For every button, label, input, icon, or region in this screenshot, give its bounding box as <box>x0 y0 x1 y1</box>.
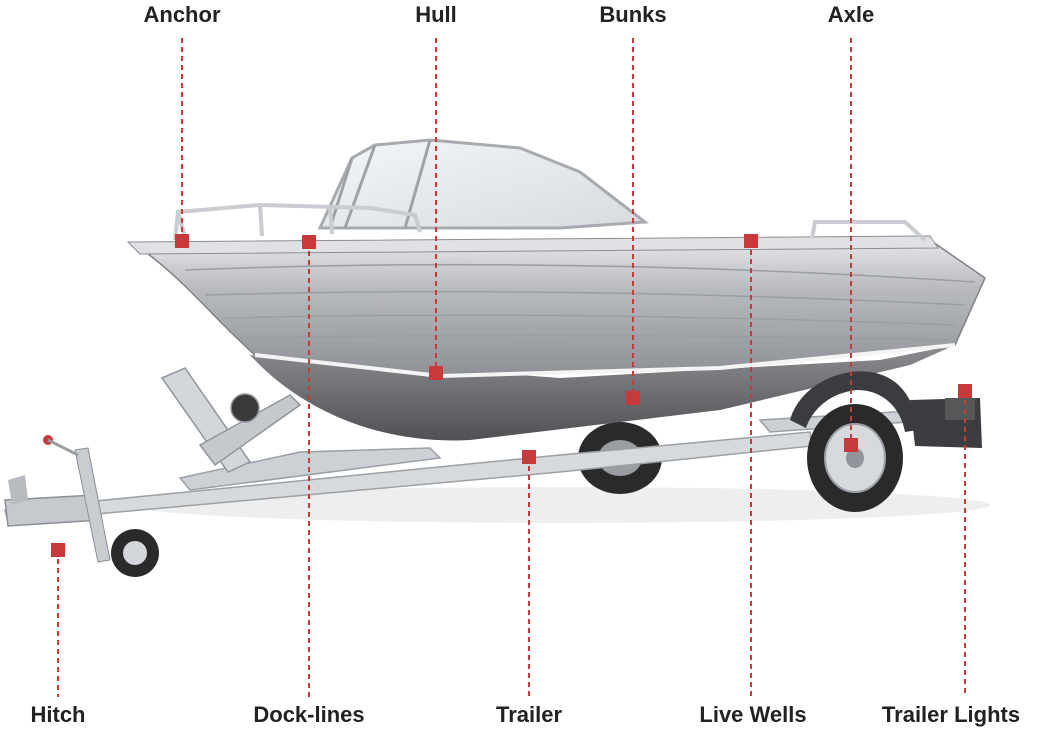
label-trailer-lights: Trailer Lights <box>881 702 1021 727</box>
marker-anchor <box>175 234 189 248</box>
marker-hitch <box>51 543 65 557</box>
label-anchor: Anchor <box>143 2 221 27</box>
hitch-coupler <box>4 435 111 563</box>
marker-live-wells <box>744 234 758 248</box>
bow-rail <box>173 202 422 241</box>
label-hull: Hull <box>415 2 457 27</box>
marker-dock-lines <box>302 235 316 249</box>
hull-rub-rail <box>254 343 956 379</box>
label-live-wells: Live Wells <box>699 702 807 727</box>
tail-light-bracket <box>910 398 982 448</box>
callout-layer <box>51 38 972 697</box>
label-hitch: Hitch <box>30 702 86 727</box>
label-trailer: Trailer <box>495 702 563 727</box>
marker-trailer-lights <box>958 384 972 398</box>
boat-gunwale <box>126 235 939 255</box>
ground-shadow <box>130 487 990 523</box>
trailer-wheel <box>807 404 903 512</box>
label-dock-lines: Dock-lines <box>253 702 365 727</box>
jockey-wheel <box>111 529 159 577</box>
marker-hull <box>429 366 443 380</box>
boat-windshield <box>317 138 650 230</box>
hull-strakes <box>184 263 976 341</box>
marker-axle <box>844 438 858 452</box>
stern-rail <box>810 220 927 242</box>
marker-trailer <box>522 450 536 464</box>
winch-post <box>160 367 302 473</box>
marker-bunks <box>626 391 640 405</box>
label-axle: Axle <box>827 2 875 27</box>
label-bunks: Bunks <box>599 2 667 27</box>
trailer-fender <box>790 371 918 432</box>
